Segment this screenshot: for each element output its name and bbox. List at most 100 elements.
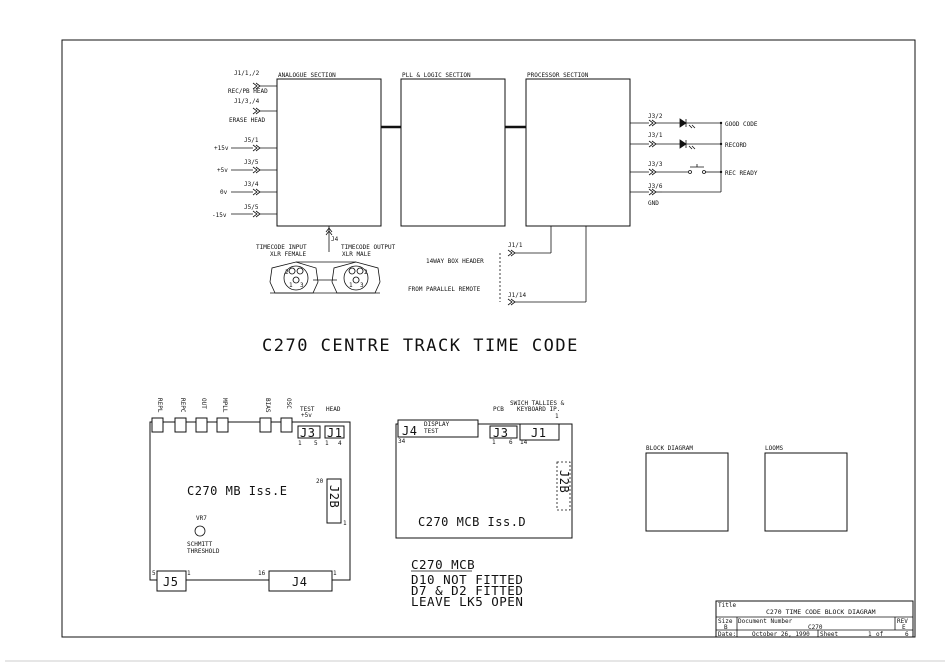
test-label-volts: +5v [301, 412, 312, 419]
block-diagram-box [645, 452, 729, 532]
block-diagram-label: BLOCK DIAGRAM [646, 445, 693, 452]
pin-number: 16 [258, 570, 266, 577]
rev-label: REV [897, 618, 908, 625]
analogue-section-box [276, 78, 382, 227]
date-label: Date: [718, 631, 736, 638]
input-desc: +5v [217, 167, 228, 174]
mb-j4-label: J4 [292, 575, 307, 589]
input-desc: ERASE HEAD [229, 117, 266, 124]
mb-j4-connector [268, 570, 333, 592]
size-label: Size [718, 618, 733, 625]
xlr-pin: 3 [360, 282, 364, 289]
drawing-border [61, 39, 916, 638]
vr7-label: VR7 [196, 515, 207, 522]
output-ref: J3/3 [648, 161, 663, 168]
mcb-j1-label: J1 [531, 426, 546, 440]
xlr-male [343, 265, 369, 291]
output-desc: RECORD [725, 142, 747, 149]
input-ref: J1/1,/2 [234, 70, 260, 77]
mb-board: REPL REPC OUT MPLL BIAS OSC TEST +5v HEA… [149, 398, 351, 592]
doc-number-label: Document Number [738, 618, 793, 625]
schmitt-label: SCHMITT [187, 541, 213, 548]
sheet-number: 1 [868, 631, 872, 638]
schmitt-label-2: THRESHOLD [187, 548, 220, 555]
input-desc: +15v [214, 145, 229, 152]
input-ref: J3/4 [244, 181, 259, 188]
pin-number: 1 [333, 570, 337, 577]
mcb-notes: C270 MCB D10 NOT FITTED D7 & D2 FITTED L… [411, 557, 523, 609]
output-ref: J3/2 [648, 113, 663, 120]
input-desc: 0v [220, 189, 228, 196]
pin-number: 34 [398, 438, 406, 445]
xlr-pin: 1 [289, 282, 293, 289]
input-ref: J1/3,/4 [234, 98, 260, 105]
tc-input-label: TIMECODE INPUT [256, 244, 307, 251]
output-desc: GND [648, 200, 659, 207]
sheet-total: 6 [905, 631, 909, 638]
drawing-title: C270 TIME CODE BLOCK DIAGRAM [766, 608, 876, 616]
conn-label-out: OUT [200, 398, 207, 409]
conn-label-repl: REPL [156, 398, 163, 413]
xlr-housing [269, 261, 319, 294]
input-ref: J5/5 [244, 204, 259, 211]
mb-j3-label: J3 [300, 426, 315, 440]
mb-j3-connector [297, 425, 321, 439]
input-connectors: J1/1,/2 REC/PB HEAD J1/3,/4 ERASE HEAD J… [212, 70, 277, 219]
remote-connectors: J1/1 J1/14 14WAY BOX HEADER FROM PARALLE… [408, 226, 587, 306]
pin-number: 1 [325, 440, 329, 447]
rec-ready-switch [690, 164, 704, 168]
mcb-board-outline [395, 423, 573, 539]
output-desc: GOOD CODE [725, 121, 758, 128]
output-ref: J3/1 [648, 132, 663, 139]
test-label: TEST [300, 406, 315, 413]
tc-input-type: XLR FEMALE [270, 251, 307, 258]
conn-label-osc: OSC [285, 398, 292, 409]
led-record [679, 139, 687, 149]
pin-number: 1 [343, 520, 347, 527]
mb-board-name: C270 MB Iss.E [187, 484, 287, 498]
title-label: Title [718, 602, 736, 609]
sheet-label: Sheet [820, 631, 838, 638]
title-block: Title C270 TIME CODE BLOCK DIAGRAM Size … [715, 600, 914, 638]
doc-number: C270 [808, 624, 823, 631]
conn-label-bias: BIAS [264, 398, 271, 413]
mcb-j2-label: J2B [557, 470, 571, 493]
xlr-housing [331, 261, 381, 294]
timecode-connectors: J4 TIMECODE INPUT XLR FEMALE TIMECODE OU… [256, 226, 396, 294]
mcb-j1-connector [519, 423, 560, 441]
block-diagram: ANALOGUE SECTION PLL & LOGIC SECTION PRO… [212, 70, 758, 306]
xlr-pin: 1 [349, 282, 353, 289]
mb-board-outline [149, 421, 351, 581]
analogue-section-label: ANALOGUE SECTION [278, 72, 336, 79]
mb-j5-label: J5 [163, 575, 178, 589]
mcb-j4-connector [397, 419, 479, 438]
remote-ref: J1/14 [508, 292, 526, 299]
pin-number: 4 [338, 440, 342, 447]
pin-number: 1 [492, 439, 496, 446]
processor-section-box [525, 78, 631, 227]
led-good-code [679, 118, 687, 128]
output-connectors: J3/2 GOOD CODE J3/1 RECORD J3/3 REC READ… [630, 113, 758, 207]
mcb-j3-connector [489, 425, 518, 439]
display-label-2: TEST [424, 428, 439, 435]
tc-output-label: TIMECODE OUTPUT [341, 244, 396, 251]
mcb-note-line: D7 & D2 FITTED [411, 583, 523, 598]
output-ref: J3/6 [648, 183, 663, 190]
j4-label: J4 [331, 236, 339, 243]
mb-j5-connector [156, 570, 187, 592]
xlr-pin: 2 [364, 269, 368, 276]
pin-number: 5 [314, 440, 318, 447]
input-ref: J5/1 [244, 137, 259, 144]
mb-j1-connector [324, 425, 345, 439]
mcb-notes-title: C270 MCB [411, 557, 475, 572]
output-desc: REC READY [725, 170, 758, 177]
pcb-label: PCB [493, 406, 504, 413]
rev-value: E [902, 624, 906, 631]
pll-section-label: PLL & LOGIC SECTION [402, 72, 471, 79]
size-value: B [724, 624, 728, 631]
conn-label-mpll: MPLL [221, 398, 228, 413]
pin-number: 1 [187, 570, 191, 577]
pll-section-box [400, 78, 506, 227]
sheet-of: of [876, 631, 884, 638]
